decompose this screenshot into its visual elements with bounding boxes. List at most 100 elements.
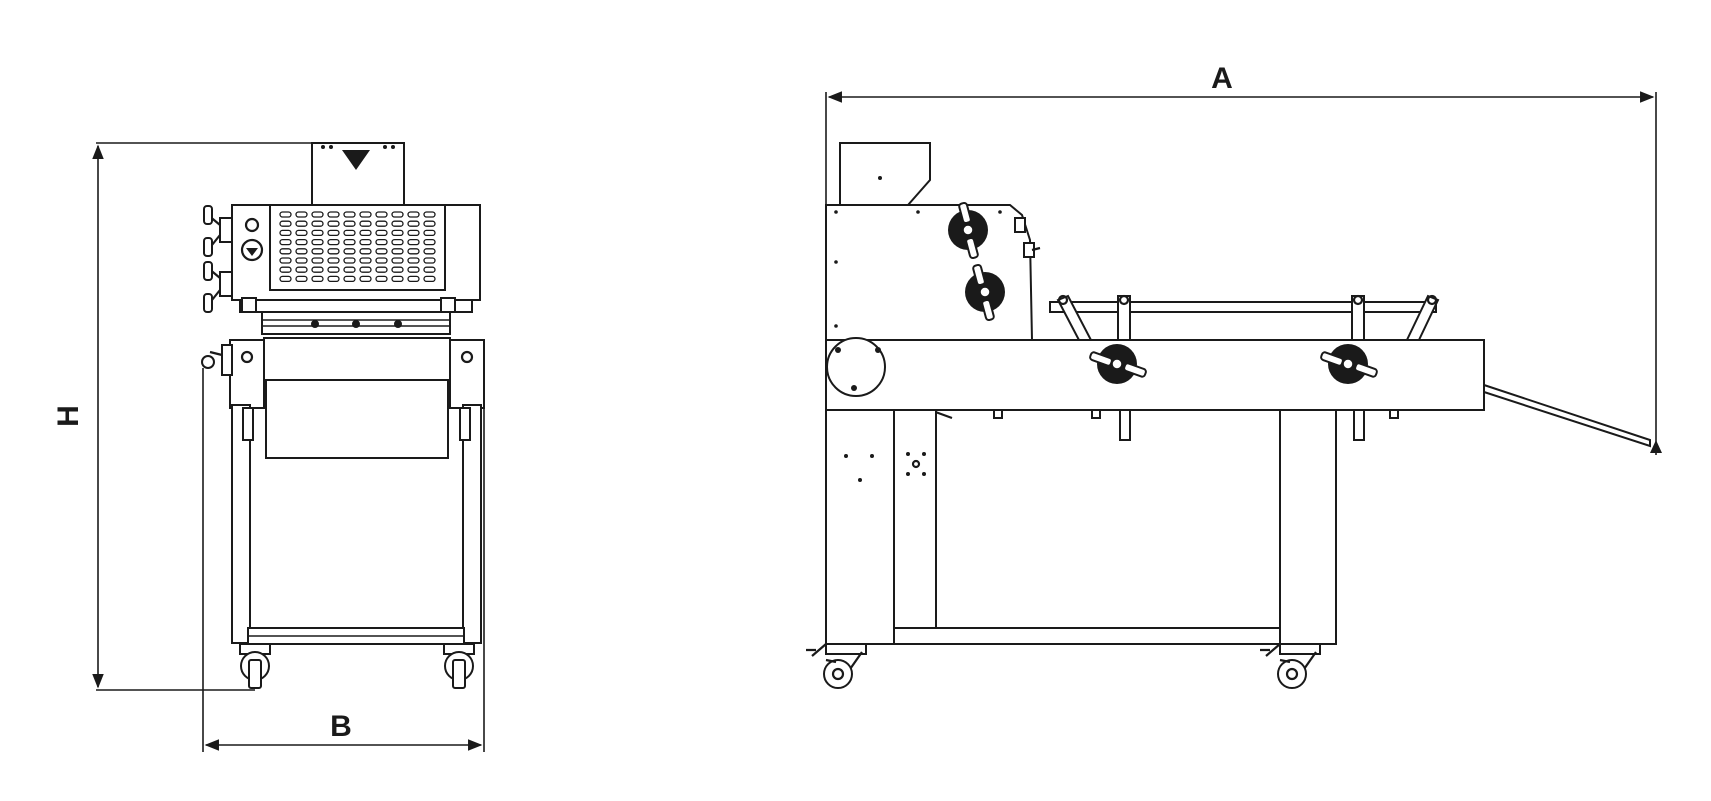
vent-slot bbox=[327, 257, 340, 264]
vent-slot bbox=[407, 257, 420, 264]
front-side-block-right bbox=[449, 339, 485, 409]
front-caster-right-icon bbox=[443, 643, 475, 689]
dimension-b: B bbox=[202, 368, 485, 752]
side-view: A bbox=[806, 62, 1662, 689]
dimension-a: A bbox=[825, 62, 1662, 455]
vent-slot bbox=[311, 248, 324, 255]
vent-slot bbox=[295, 266, 308, 273]
front-cover-plate bbox=[265, 379, 449, 459]
side-head-body bbox=[825, 204, 1034, 341]
vent-slot bbox=[279, 275, 292, 283]
vent-slot bbox=[295, 211, 308, 218]
side-conveyor-beam bbox=[825, 339, 1485, 411]
vent-slot bbox=[359, 211, 372, 218]
vent-slot bbox=[359, 220, 372, 227]
vent-slot bbox=[423, 238, 436, 246]
vent-slot bbox=[359, 266, 372, 273]
dimension-a-label: A bbox=[1211, 62, 1233, 95]
vent-slot bbox=[311, 266, 324, 273]
vent-slot bbox=[375, 275, 388, 283]
vent-slot bbox=[295, 220, 308, 227]
side-exit-chute bbox=[1483, 383, 1651, 448]
vent-slot bbox=[375, 229, 388, 237]
vent-slot bbox=[423, 220, 436, 227]
vent-slot bbox=[327, 266, 340, 273]
vent-slot bbox=[343, 238, 356, 246]
vent-slot bbox=[407, 275, 420, 283]
vent-slot bbox=[343, 257, 356, 264]
vent-slot bbox=[375, 211, 388, 218]
vent-slot bbox=[359, 257, 372, 264]
vent-slot bbox=[391, 211, 404, 218]
vent-slot bbox=[391, 248, 404, 255]
vent-slot bbox=[295, 275, 308, 283]
front-handwheel-upper-icon bbox=[203, 205, 233, 257]
vent-slot bbox=[407, 248, 420, 255]
vent-slot bbox=[311, 211, 324, 218]
vent-slot bbox=[343, 266, 356, 273]
vent-slot bbox=[391, 266, 404, 273]
vent-slot bbox=[327, 211, 340, 218]
vent-slot bbox=[423, 266, 436, 273]
vent-slot bbox=[423, 275, 436, 283]
dimension-b-label: B bbox=[330, 710, 352, 743]
vent-slot bbox=[295, 229, 308, 237]
vent-slot bbox=[343, 248, 356, 255]
vent-slot bbox=[327, 220, 340, 227]
vent-slot bbox=[375, 238, 388, 246]
vent-slot bbox=[423, 257, 436, 264]
vent-slot bbox=[343, 211, 356, 218]
vent-slot bbox=[359, 275, 372, 283]
vent-slot bbox=[311, 275, 324, 283]
vent-slot bbox=[359, 229, 372, 237]
front-roller-bar-upper bbox=[239, 299, 473, 313]
vent-slot bbox=[407, 266, 420, 273]
vent-slot bbox=[327, 229, 340, 237]
vent-slot bbox=[295, 238, 308, 246]
vent-slot bbox=[311, 229, 324, 237]
vent-slot bbox=[407, 220, 420, 227]
vent-slot bbox=[407, 238, 420, 246]
vent-slot bbox=[359, 238, 372, 246]
vent-slot bbox=[311, 257, 324, 264]
dimension-h: H bbox=[52, 142, 312, 691]
side-upper-rail bbox=[1049, 301, 1437, 313]
side-base-frame bbox=[893, 627, 1281, 645]
vent-slot bbox=[375, 248, 388, 255]
vent-slot bbox=[407, 211, 420, 218]
vent-slot bbox=[391, 257, 404, 264]
side-leg-left bbox=[825, 409, 895, 645]
vent-slot bbox=[375, 266, 388, 273]
vent-slot bbox=[279, 211, 292, 218]
vent-slot bbox=[423, 248, 436, 255]
vent-slot bbox=[375, 220, 388, 227]
side-caster-right-icon bbox=[1260, 643, 1321, 689]
side-drive-cover bbox=[826, 337, 886, 397]
vent-slot bbox=[391, 238, 404, 246]
side-caster-left-icon bbox=[806, 643, 867, 689]
vent-slot bbox=[391, 229, 404, 237]
vent-slot bbox=[295, 257, 308, 264]
vent-slot bbox=[279, 266, 292, 273]
vent-slot bbox=[423, 211, 436, 218]
vent-slot bbox=[279, 248, 292, 255]
vent-slot bbox=[343, 275, 356, 283]
vent-slot bbox=[407, 229, 420, 237]
vent-slot bbox=[391, 220, 404, 227]
side-handwheel-1-icon bbox=[948, 201, 988, 260]
vent-slot bbox=[375, 257, 388, 264]
side-handwheel-3-icon bbox=[1089, 344, 1147, 384]
vent-slot bbox=[295, 248, 308, 255]
vent-slot bbox=[343, 229, 356, 237]
dimension-h-label: H bbox=[52, 405, 85, 427]
side-handwheel-2-icon bbox=[965, 263, 1005, 322]
front-logo-icon bbox=[342, 150, 370, 170]
vent-slot bbox=[391, 275, 404, 283]
side-hopper bbox=[839, 142, 931, 206]
vent-slot bbox=[279, 238, 292, 246]
front-vent-slots bbox=[279, 211, 436, 283]
vent-slot bbox=[327, 248, 340, 255]
vent-slot bbox=[279, 257, 292, 264]
vent-slot bbox=[279, 220, 292, 227]
